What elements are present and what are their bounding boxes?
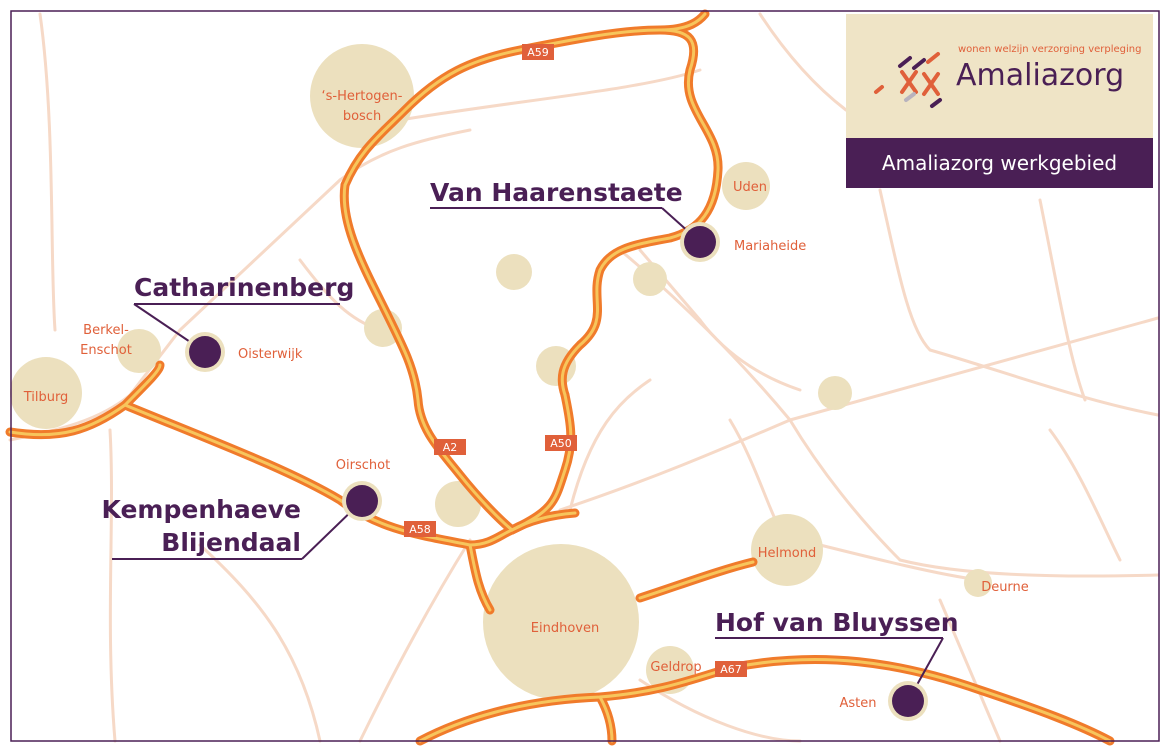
minor-road — [898, 558, 1160, 578]
city-circle-eindhoven — [483, 544, 639, 700]
city-label-geldrop: Geldrop — [650, 660, 701, 675]
motorway-a2-outer — [339, 180, 517, 535]
road-shield-label: A58 — [409, 523, 431, 536]
city-circle-berkel-enschot — [117, 329, 161, 373]
road-shield-a50: A50 — [545, 435, 577, 451]
city-circles — [10, 44, 992, 700]
brand-logo-area: wonen welzijn verzorging verpleging Amal… — [846, 14, 1153, 138]
brand-panel: wonen welzijn verzorging verpleging Amal… — [846, 14, 1153, 188]
city-label-eindhoven: Eindhoven — [531, 621, 599, 636]
city-label-uden: Uden — [733, 180, 767, 195]
town-circle — [496, 254, 532, 290]
motorway-a2s-inner — [468, 543, 492, 612]
road-shield-bg — [715, 661, 747, 677]
road-shield-a2: A2 — [434, 439, 466, 455]
location-title: Hof van Bluyssen — [715, 608, 959, 637]
location-marker — [684, 226, 716, 258]
city-label-s-hertogenbosch: ‘s-Hertogen- — [322, 89, 403, 104]
city-label-asten: Asten — [839, 696, 876, 711]
location-marker — [189, 336, 221, 368]
town-circle — [633, 262, 667, 296]
location-marker — [892, 685, 924, 717]
location-title: Van Haarenstaete — [430, 178, 683, 207]
region-title-bar: Amaliazorg werkgebied — [846, 138, 1153, 188]
minor-road — [128, 178, 342, 397]
motorway-a2-inner — [342, 183, 514, 532]
city-label-s-hertogenbosch: bosch — [343, 109, 381, 124]
minor-road — [568, 378, 652, 512]
city-label-deurne: Deurne — [981, 580, 1029, 595]
road-shield-label: A59 — [527, 46, 549, 59]
minor-road — [198, 543, 322, 743]
road-shield-label: A50 — [550, 437, 572, 450]
locations: Van HaarenstaeteCatharinenbergKempenhaev… — [102, 178, 959, 721]
minor-road — [398, 68, 702, 122]
minor-road — [698, 318, 802, 392]
road-shield-bg — [404, 521, 436, 537]
motorway-a270-inner — [638, 560, 755, 600]
city-circle-deurne — [964, 569, 992, 597]
brand-tagline: wonen welzijn verzorging verpleging — [958, 44, 1142, 55]
location-title: Blijendaal — [161, 528, 301, 557]
motorway-a58b-inner — [123, 363, 162, 407]
city-label-oirschot: Oirschot — [336, 458, 390, 473]
road-shield-bg — [545, 435, 577, 451]
minor-road — [1048, 428, 1122, 562]
motorway-a67b-inner — [598, 695, 614, 743]
road-shield-a58: A58 — [404, 521, 436, 537]
minor-road — [638, 248, 702, 322]
road-shield-a59: A59 — [522, 44, 554, 60]
city-label-mariaheide: Mariaheide — [734, 239, 806, 254]
city-label-oisterwijk: Oisterwijk — [238, 347, 303, 362]
location-marker — [346, 485, 378, 517]
location-catharinenberg: Catharinenberg — [133, 273, 354, 372]
map-border — [10, 10, 1160, 742]
town-circle — [818, 376, 852, 410]
location-van-haarenstaete: Van Haarenstaete — [430, 178, 720, 262]
road-shield-label: A67 — [720, 663, 742, 676]
motorway-a50-inner — [510, 393, 573, 532]
city-circle-tilburg — [10, 357, 82, 429]
minor-road — [638, 678, 802, 743]
motorway-a59b-inner — [560, 28, 720, 397]
city-label-berkel-enschot: Berkel- — [83, 323, 129, 338]
minor-road — [758, 12, 848, 112]
minor-road — [1038, 198, 1087, 402]
city-circle-helmond — [751, 514, 823, 586]
road-shield-a67: A67 — [715, 661, 747, 677]
city-circle-uden — [722, 162, 770, 210]
city-label-berkel-enschot: Enschot — [80, 343, 132, 358]
road-shield-label: A2 — [443, 441, 458, 454]
location-title: Kempenhaeve — [102, 495, 301, 524]
minor-road — [878, 188, 932, 352]
minor-road — [938, 598, 1002, 743]
road-shield-bg — [434, 439, 466, 455]
city-label-tilburg: Tilburg — [23, 390, 69, 405]
minor-road — [788, 418, 902, 562]
minor-road — [558, 418, 792, 512]
location-title: Catharinenberg — [134, 273, 354, 302]
city-label-helmond: Helmond — [758, 546, 817, 561]
region-title: Amaliazorg werkgebied — [881, 151, 1118, 175]
minor-road — [38, 12, 57, 332]
amaliazorg-logo-icon — [874, 52, 942, 108]
minor-road — [928, 348, 1160, 417]
minor-road — [358, 538, 472, 743]
minor-road — [788, 316, 1160, 422]
minor-road — [798, 538, 982, 582]
road-shield-bg — [522, 44, 554, 60]
minor-road — [108, 428, 117, 743]
brand-name: Amaliazorg — [956, 58, 1125, 93]
location-hof-van-bluyssen: Hof van Bluyssen — [715, 608, 959, 721]
